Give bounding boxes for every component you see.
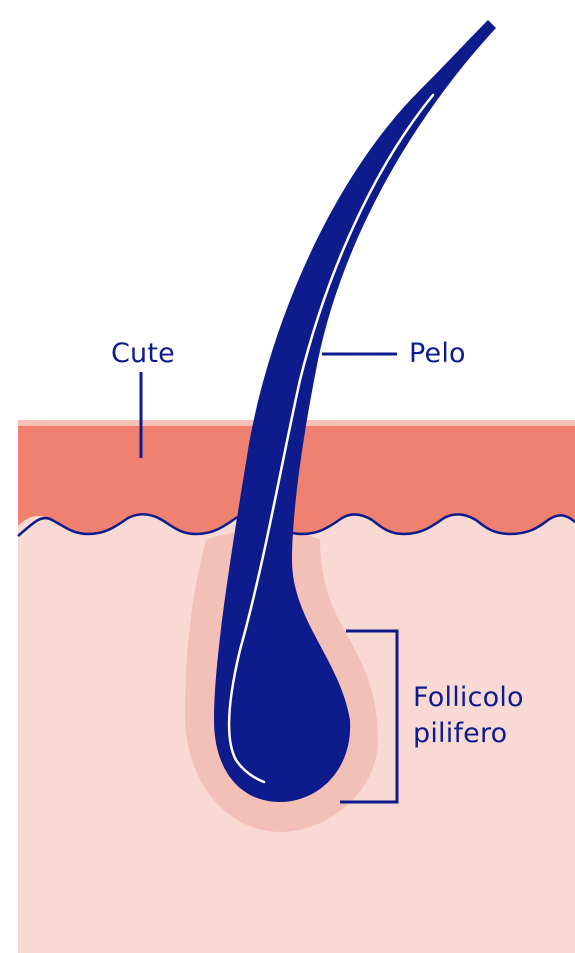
follicle-label-line1: Follicolo bbox=[413, 680, 524, 716]
hair-label: Pelo bbox=[409, 336, 466, 372]
skin-label: Cute bbox=[111, 336, 175, 372]
follicle-label-line2: pilifero bbox=[413, 716, 524, 752]
follicle-label: Follicolo pilifero bbox=[413, 680, 524, 752]
